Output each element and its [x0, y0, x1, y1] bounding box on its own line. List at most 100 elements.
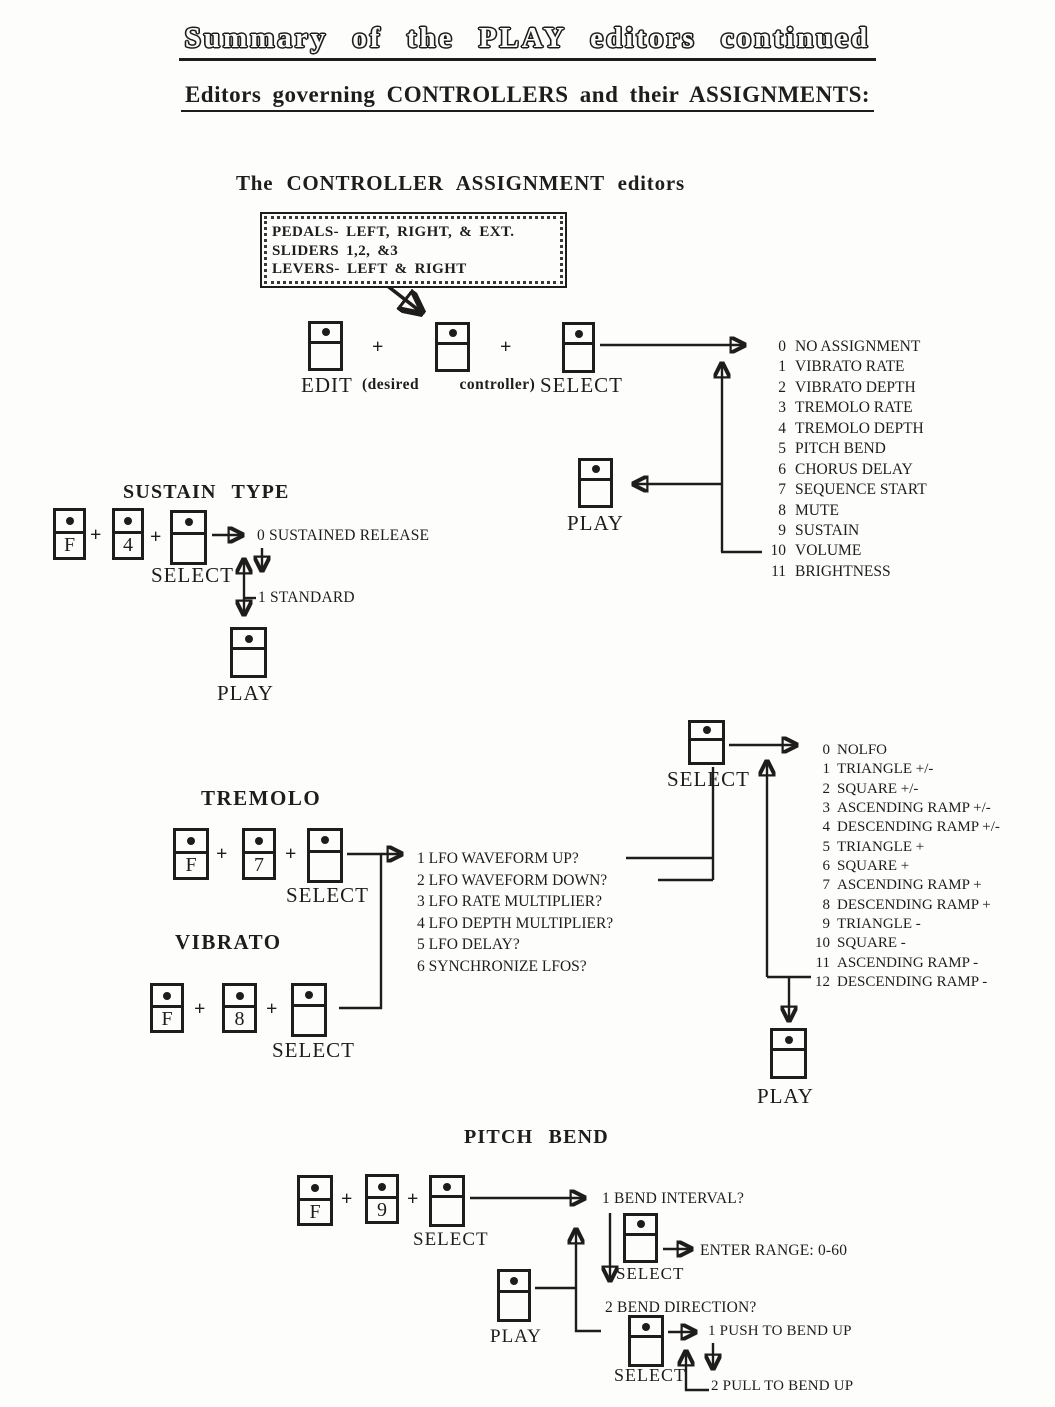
button-top-cell: [581, 461, 610, 481]
option-label: ASCENDING RAMP +: [837, 877, 982, 894]
option-number: 4: [822, 819, 831, 836]
option-number: 5: [778, 440, 786, 458]
button-led-dot: [591, 465, 600, 474]
option-number: 10: [770, 542, 787, 560]
option-number: 5: [822, 838, 831, 855]
button-top-cell: [225, 986, 254, 1009]
button-top-cell: [438, 325, 467, 345]
option-number: 0: [778, 338, 786, 355]
button-led-dot: [184, 518, 193, 527]
key-letter: F: [63, 534, 76, 557]
option-label: ASCENDING RAMP -: [837, 954, 979, 971]
button-led-dot: [784, 1035, 793, 1044]
option-label: DESCENDING RAMP +: [837, 896, 991, 913]
button-led-dot: [702, 726, 711, 735]
tremolo-select-label: SELECT: [286, 883, 369, 907]
button-led-dot: [244, 634, 253, 643]
bend-interval-step: 1 BEND INTERVAL?: [602, 1190, 745, 1207]
option-label: SEQUENCE START: [795, 481, 927, 499]
play-button-illustration: [578, 458, 613, 508]
lfo-question: 3 LFO RATE MULTIPLIER?: [417, 893, 602, 910]
line-pb-elbow: [574, 1288, 601, 1333]
button-top-cell: [368, 1177, 396, 1200]
button-led-dot: [378, 1182, 386, 1191]
button-top-cell: [626, 1216, 655, 1236]
select-button-illustration: [562, 322, 595, 373]
button-top-cell: [173, 513, 204, 535]
sustain-play-button-illustration: [230, 627, 267, 678]
arrow-box-to-controller: [383, 282, 421, 312]
option-number: 3: [778, 399, 786, 417]
option-label: SQUARE +: [837, 858, 910, 875]
key-letter: F: [309, 1200, 321, 1223]
source-box-line: LEVERS- LEFT & RIGHT: [272, 261, 467, 277]
f-key-button: F: [150, 983, 184, 1033]
option-number: 9: [822, 916, 831, 933]
waveform-select-button-illustration: [688, 720, 725, 765]
option-label: TRIANGLE -: [837, 916, 921, 933]
option-label: PITCH BEND: [795, 440, 886, 458]
source-box-line: PEDALS- LEFT, RIGHT, & EXT.: [272, 224, 515, 240]
option-number: 4: [778, 419, 786, 437]
lfo-question: 2 LFO WAVEFORM DOWN?: [417, 871, 608, 889]
plus-sign: +: [285, 843, 297, 865]
key-letter: 7: [254, 854, 264, 877]
source-box-line: SLIDERS 1,2, &3: [272, 242, 399, 259]
pitch-bend-select-label: SELECT: [413, 1229, 489, 1250]
option-number: 1: [822, 761, 831, 778]
pitch-bend-play-button-illustration: [497, 1269, 531, 1322]
option-label: VIBRATO DEPTH: [795, 378, 916, 396]
option-number: 9: [778, 521, 786, 539]
option-number: 8: [822, 896, 831, 913]
assignment-option: 8 MUTE: [757, 501, 927, 521]
sustain-type-heading: SUSTAIN TYPE: [123, 481, 290, 503]
button-led-dot: [311, 1183, 319, 1192]
button-top-cell: [311, 324, 340, 344]
button-led-dot: [255, 837, 263, 846]
f-key-button: F: [297, 1175, 333, 1226]
option-number: 11: [815, 954, 830, 971]
button-top-cell: [245, 831, 273, 855]
controller-assignment-heading: The CONTROLLER ASSIGNMENT editors: [236, 171, 685, 195]
option-number: 6: [822, 858, 831, 875]
edit-button-illustration: [308, 321, 343, 371]
vibrato-select-label: SELECT: [272, 1038, 355, 1062]
button-led-dot: [510, 1276, 518, 1285]
option-label: VIBRATO RATE: [795, 358, 905, 376]
option-number: 7: [822, 877, 831, 894]
button-top-cell: [115, 511, 141, 535]
option-label: NOLFO: [837, 742, 888, 758]
button-top-cell: [432, 1178, 462, 1199]
option-label: MUTE: [795, 501, 839, 519]
select-button-label: SELECT: [540, 373, 623, 397]
option-label: BRIGHTNESS: [795, 562, 891, 580]
button-led-dot: [187, 837, 195, 846]
option-number: 8: [778, 501, 786, 519]
option-label: SUSTAIN: [795, 521, 860, 539]
button-top-cell: [773, 1031, 804, 1052]
button-top-cell: [500, 1272, 528, 1293]
button-led-dot: [448, 329, 457, 338]
button-top-cell: [176, 831, 206, 855]
option-label: TRIANGLE +/-: [837, 761, 934, 778]
option-label: DESCENDING RAMP -: [837, 974, 988, 991]
option-number: 10: [815, 935, 830, 952]
waveform-option: 9 TRIANGLE -: [810, 915, 1000, 934]
sustain-option-1: 1 STANDARD: [258, 589, 355, 606]
button-led-dot: [124, 517, 132, 526]
button-top-cell: [233, 630, 264, 651]
bend-interval-select-button-illustration: [623, 1213, 658, 1263]
option-label: ASCENDING RAMP +/-: [837, 800, 991, 817]
option-label: CHORUS DELAY: [795, 460, 913, 478]
